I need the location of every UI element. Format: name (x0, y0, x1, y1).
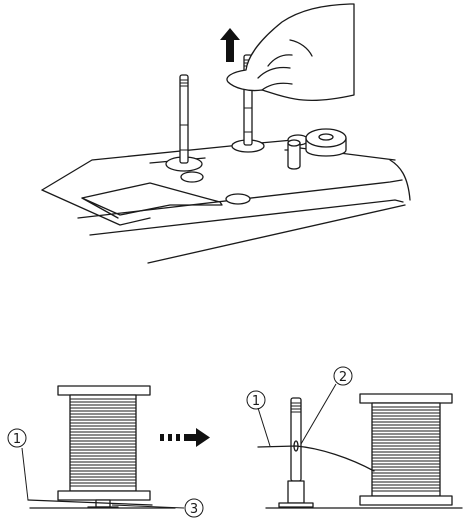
thread-windings (70, 398, 136, 487)
spool-bottom-flange (57, 490, 151, 501)
callout-1-left: 1 (7, 428, 27, 448)
pull-up-arrow-icon (220, 28, 240, 62)
machine-top-illustration (41, 3, 411, 264)
svg-text:1: 1 (13, 432, 21, 447)
spool-wrong-position-illustration: 1 3 (7, 385, 204, 518)
callout-1-right: 1 (246, 390, 266, 410)
spool-correct-threading-illustration: 1 2 (246, 366, 463, 509)
spool-bottom-flange-right (359, 495, 453, 506)
callout-2: 2 (333, 366, 353, 386)
thread-guide-post (284, 139, 301, 170)
svg-text:2: 2 (339, 370, 347, 385)
thread-path (257, 445, 375, 472)
svg-text:1: 1 (252, 394, 260, 409)
thread-windings-right (372, 406, 440, 492)
thread-line (27, 499, 153, 506)
callout-3: 3 (184, 498, 204, 518)
transition-arrow-icon (160, 428, 210, 447)
svg-text:3: 3 (190, 502, 198, 517)
hand-illustration (226, 3, 355, 102)
spool-pin-left (179, 74, 189, 164)
spool-top-flange-right (359, 393, 453, 404)
spool-hole-small-1 (180, 171, 204, 183)
spool-top-flange (57, 385, 151, 396)
bobbin-illustration (305, 128, 347, 157)
spool-hole-small-2 (225, 193, 251, 205)
vertical-spool-pin (278, 397, 314, 508)
